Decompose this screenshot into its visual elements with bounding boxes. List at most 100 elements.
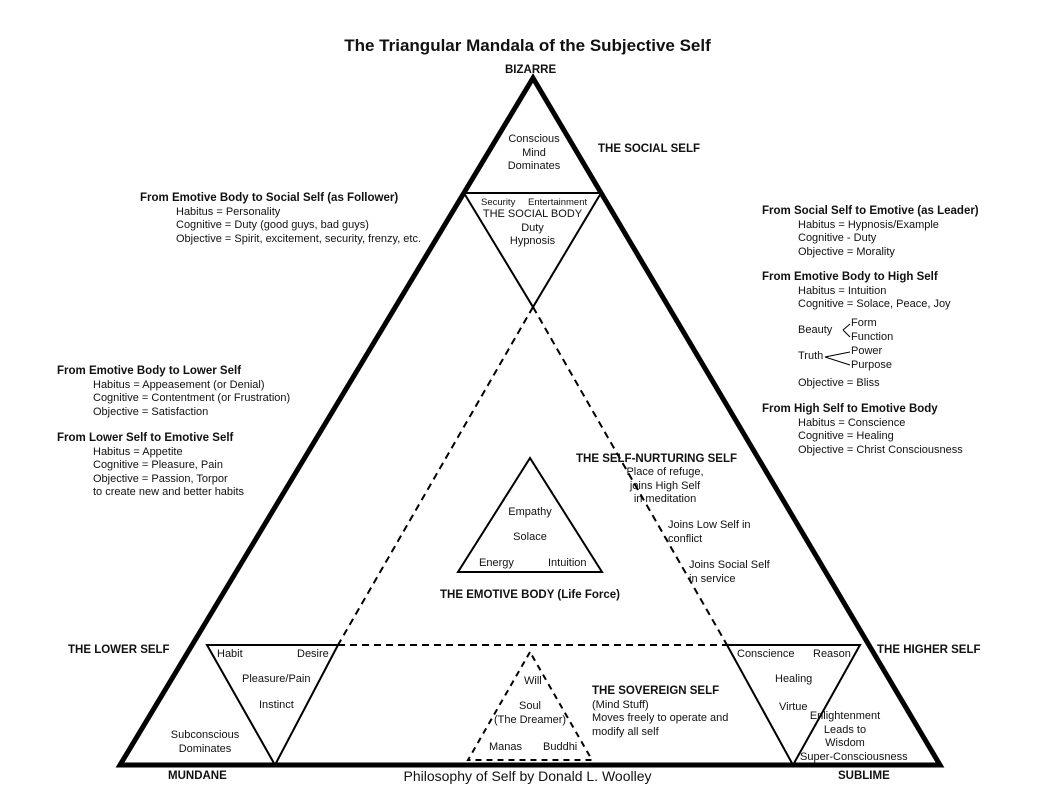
- text-line: in service: [689, 572, 736, 585]
- note-emotive-to-lower: From Emotive Body to Lower Self Habitus …: [57, 365, 290, 419]
- text-line: Hypnosis: [509, 235, 556, 247]
- text-line: Objective = Morality: [798, 245, 895, 258]
- text-line: Joins Low Self in: [668, 519, 751, 531]
- higher-self-triangle: [725, 644, 862, 768]
- text-line: Cognitive = Duty (good guys, bad guys): [176, 219, 369, 231]
- label-desire: Desire: [297, 648, 329, 660]
- label-empathy: Empathy: [508, 506, 552, 518]
- emotive-body-title: THE EMOTIVE BODY (Life Force): [440, 589, 620, 601]
- text-line: Dominates: [507, 160, 561, 172]
- text-line: Habitus = Appeasement (or Denial): [93, 378, 265, 391]
- label-virtue: Virtue: [779, 701, 808, 713]
- label-lower-self: THE LOWER SELF: [68, 644, 170, 656]
- label-security: Security: [481, 197, 516, 208]
- text-line: Dominates: [178, 742, 232, 755]
- note-heading: From Lower Self to Emotive Self: [57, 432, 234, 444]
- truth-branch: [824, 351, 851, 366]
- text-line: Moves freely to operate and: [592, 712, 729, 724]
- text-line: Conscious: [508, 133, 560, 145]
- label-solace: Solace: [513, 531, 547, 543]
- sovereign-triangle: [466, 649, 594, 761]
- text-line: Objective = Spirit, excitement, security…: [176, 232, 422, 245]
- beauty-branch: [842, 323, 851, 338]
- label-instinct: Instinct: [259, 699, 294, 711]
- top-triangle-text: Conscious Mind Dominates: [484, 133, 584, 174]
- text-line: Wisdom: [825, 737, 865, 749]
- note-high-to-emotive: From High Self to Emotive Body Habitus =…: [762, 403, 963, 457]
- label-beauty: Beauty: [798, 324, 833, 336]
- text-line: to create new and better habits: [93, 486, 245, 498]
- label-power: Power: [851, 345, 883, 357]
- social-body-text: THE SOCIAL BODY Duty Hypnosis: [470, 208, 595, 249]
- text-line: conflict: [668, 532, 703, 545]
- text-line: Enlightenment: [809, 710, 881, 722]
- label-form: Form: [851, 317, 877, 329]
- text-line: Habitus = Hypnosis/Example: [798, 218, 939, 231]
- note-heading: From Emotive Body to Social Self (as Fol…: [140, 192, 399, 204]
- nurturing-title: THE SELF-NURTURING SELF: [576, 453, 737, 465]
- text-line: modify all self: [592, 725, 659, 738]
- text-line: Super-Consciousness: [800, 750, 908, 763]
- diagram-title: The Triangular Mandala of the Subjective…: [344, 36, 711, 55]
- note-heading: From Emotive Body to High Self: [762, 271, 938, 283]
- social-body-title: THE SOCIAL BODY: [482, 208, 583, 220]
- note-heading: From Emotive Body to Lower Self: [57, 365, 242, 377]
- label-truth: Truth: [798, 350, 824, 362]
- note-social-to-emotive: From Social Self to Emotive (as Leader) …: [762, 205, 979, 259]
- dashed-right: [532, 306, 728, 646]
- text-line: Habitus = Intuition: [798, 284, 887, 297]
- label-habit: Habit: [217, 648, 243, 660]
- label-sublime: SUBLIME: [838, 770, 890, 782]
- text-line: joins High Self: [629, 479, 701, 492]
- label-objective-bliss: Objective = Bliss: [798, 377, 880, 389]
- outer-triangle: [115, 73, 945, 768]
- text-line: Cognitive = Solace, Peace, Joy: [798, 298, 951, 310]
- label-social-self: THE SOCIAL SELF: [598, 143, 701, 155]
- label-manas: Manas: [489, 741, 523, 753]
- note-heading: From Social Self to Emotive (as Leader): [762, 205, 979, 217]
- text-line: in meditation: [633, 493, 697, 505]
- text-line: Habitus = Personality: [176, 205, 281, 218]
- text-line: (Mind Stuff): [592, 698, 649, 711]
- footer-credit: Philosophy of Self by Donald L. Woolley: [403, 768, 652, 784]
- label-buddhi: Buddhi: [543, 741, 578, 753]
- text-line: Joins Social Self: [689, 559, 770, 571]
- text-line: Duty: [521, 221, 544, 234]
- nurturing-social: Joins Social Self in service: [689, 559, 770, 586]
- note-lower-to-emotive: From Lower Self to Emotive Self Habitus …: [57, 432, 244, 500]
- text-line: Subconscious: [170, 729, 240, 741]
- label-higher-self: THE HIGHER SELF: [877, 644, 981, 656]
- text-line: Habitus = Conscience: [798, 416, 906, 429]
- text-line: Cognitive = Contentment (or Frustration): [93, 392, 291, 404]
- nurturing-low: Joins Low Self in conflict: [668, 519, 751, 546]
- nurturing-text: Place of refuge, joins High Self in medi…: [615, 466, 715, 507]
- label-purpose: Purpose: [851, 359, 892, 371]
- label-intuition: Intuition: [548, 557, 587, 569]
- sovereign-text: THE SOVEREIGN SELF (Mind Stuff) Moves fr…: [592, 685, 728, 739]
- text-line: Cognitive = Pleasure, Pain: [93, 459, 223, 471]
- label-bizarre: BIZARRE: [505, 64, 557, 76]
- label-conscience: Conscience: [737, 648, 795, 660]
- text-line: Place of refuge,: [626, 466, 704, 478]
- note-emotive-to-high: From Emotive Body to High Self Habitus =…: [762, 271, 951, 312]
- label-entertainment: Entertainment: [528, 197, 588, 208]
- label-will: Will: [524, 675, 542, 687]
- text-line: Objective = Christ Consciousness: [798, 443, 963, 456]
- note-emotive-to-social: From Emotive Body to Social Self (as Fol…: [140, 192, 421, 246]
- sovereign-title: THE SOVEREIGN SELF: [592, 685, 720, 697]
- text-line: Leads to: [823, 723, 867, 736]
- text-line: Habitus = Appetite: [93, 445, 183, 458]
- lower-self-triangle: [205, 644, 340, 768]
- text-line: Objective = Passion, Torpor: [93, 472, 228, 485]
- dashed-left: [337, 306, 534, 646]
- text-line: (The Dreamer): [493, 713, 567, 726]
- higher-corner-text: Enlightenment Leads to Wisdom Super-Cons…: [800, 710, 908, 764]
- emotive-triangle: [456, 456, 604, 573]
- text-line: Cognitive - Duty: [798, 232, 877, 244]
- label-pleasure-pain: Pleasure/Pain: [242, 673, 311, 685]
- label-healing: Healing: [775, 673, 813, 685]
- text-line: Mind: [522, 146, 546, 159]
- note-heading: From High Self to Emotive Body: [762, 403, 938, 415]
